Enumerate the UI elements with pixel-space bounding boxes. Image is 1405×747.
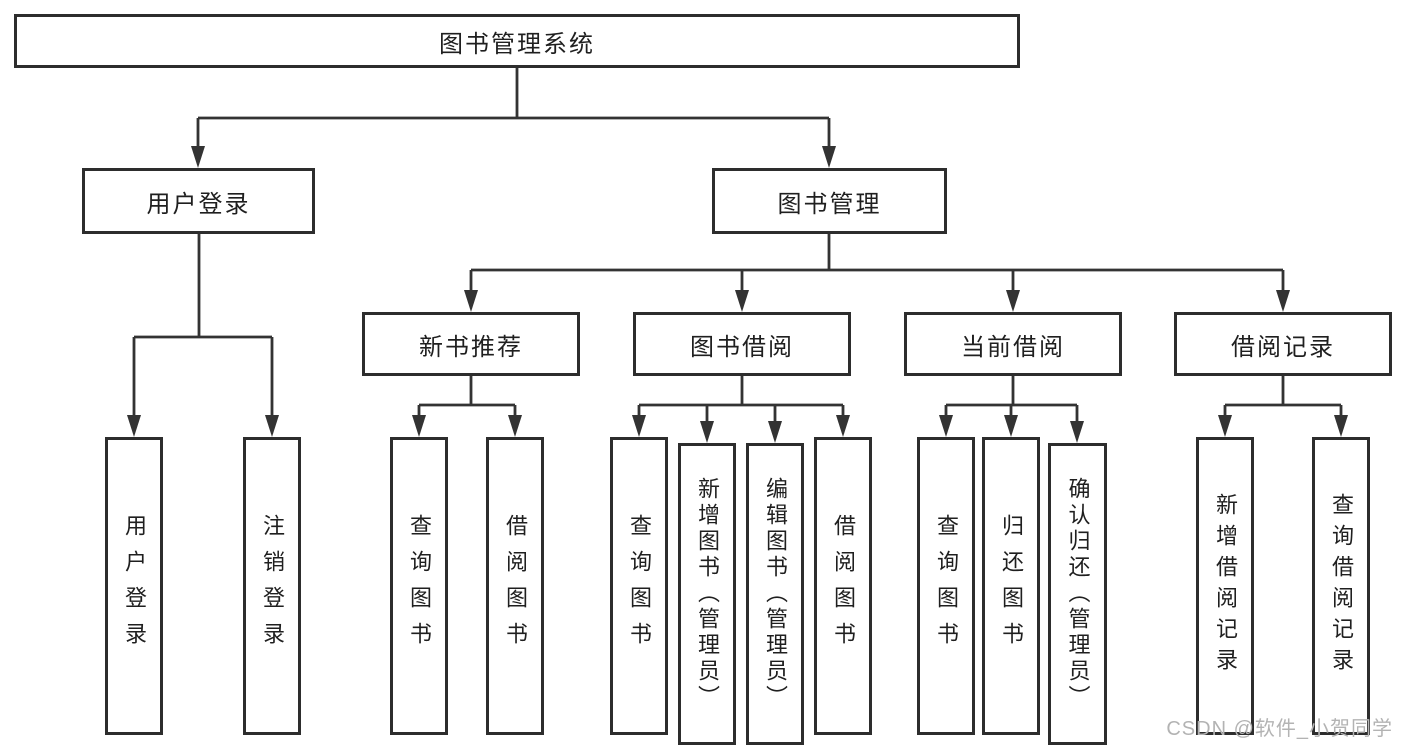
leaf-query-books: 查询图书: [390, 437, 448, 735]
arrowhead: [768, 421, 782, 443]
node-new-book-recommend: 新书推荐: [362, 312, 580, 376]
arrowhead: [735, 290, 749, 312]
leaf-confirm-return-admin: 确认归还（管理员）: [1048, 443, 1107, 745]
arrowhead: [1334, 415, 1348, 437]
leaf-return-books: 归还图书: [982, 437, 1040, 735]
arrowhead: [412, 415, 426, 437]
node-book-borrowing: 图书借阅: [633, 312, 851, 376]
leaf-edit-books-admin: 编辑图书（管理员）: [746, 443, 804, 745]
leaf-user-login: 用户登录: [105, 437, 163, 735]
node-user-login: 用户登录: [82, 168, 315, 234]
leaf-borrow-books: 借阅图书: [814, 437, 872, 735]
arrowhead: [1006, 290, 1020, 312]
leaf-logout: 注销登录: [243, 437, 301, 735]
arrowhead: [632, 415, 646, 437]
arrowhead: [191, 146, 205, 168]
node-book-management: 图书管理: [712, 168, 947, 234]
node-borrow-records: 借阅记录: [1174, 312, 1392, 376]
arrowhead: [127, 415, 141, 437]
arrowhead: [265, 415, 279, 437]
leaf-borrow-books: 借阅图书: [486, 437, 544, 735]
arrowhead: [1004, 415, 1018, 437]
arrowhead: [1070, 421, 1084, 443]
leaf-add-books-admin: 新增图书（管理员）: [678, 443, 736, 745]
node-current-borrowing: 当前借阅: [904, 312, 1122, 376]
arrowhead: [508, 415, 522, 437]
csdn-watermark: CSDN @软件_小贺同学: [1166, 718, 1393, 740]
node-library-management-system: 图书管理系统: [14, 14, 1020, 68]
arrowhead: [939, 415, 953, 437]
leaf-query-books: 查询图书: [610, 437, 668, 735]
arrowhead: [1218, 415, 1232, 437]
arrowhead: [1276, 290, 1290, 312]
leaf-add-borrow-record: 新增借阅记录: [1196, 437, 1254, 735]
leaf-query-borrow-record: 查询借阅记录: [1312, 437, 1370, 735]
leaf-query-books: 查询图书: [917, 437, 975, 735]
arrowhead: [836, 415, 850, 437]
arrowhead: [464, 290, 478, 312]
arrowhead: [700, 421, 714, 443]
arrowhead: [822, 146, 836, 168]
